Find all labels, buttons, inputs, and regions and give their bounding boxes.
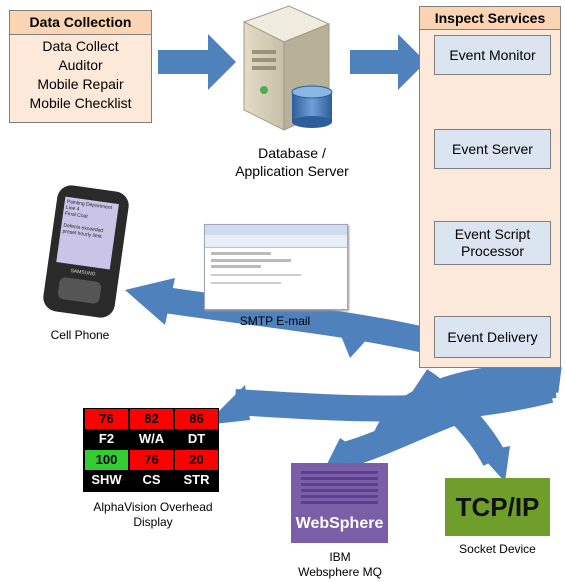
alphavision-display: 76 82 86 F2 W/A DT 100 76 20 SHW CS STR [83, 408, 219, 492]
event-server-label: Event Server [452, 140, 533, 157]
board-value: 86 [175, 409, 218, 429]
server-caption-line1: Database / [258, 145, 326, 161]
phone-keypad [57, 276, 102, 305]
list-item: Mobile Checklist [29, 95, 132, 111]
phone-screen: Painting Department Line 4 Final Coat De… [56, 196, 119, 270]
server-caption: Database / Application Server [222, 144, 362, 180]
board-value: 82 [130, 409, 173, 429]
board-value: 76 [130, 450, 173, 470]
ibm-caption-line2: Websphere MQ [298, 565, 382, 579]
event-script-label-line1: Event Script [454, 226, 531, 242]
ibm-caption: IBM Websphere MQ [280, 550, 400, 580]
board-label: STR [175, 470, 218, 490]
arrowhead-phone [125, 278, 175, 325]
board-label: SHW [85, 470, 128, 490]
event-script-processor-box: Event Script Processor [434, 221, 551, 265]
ibm-stripes [301, 471, 378, 505]
ibm-websphere-logo: WebSphere [291, 463, 388, 543]
cell-phone-caption: Cell Phone [50, 328, 110, 342]
email-caption: SMTP E-mail [239, 314, 311, 328]
list-item: Data Collect [42, 38, 119, 54]
board-value: 100 [85, 450, 128, 470]
event-server-box: Event Server [434, 129, 551, 169]
data-collection-title: Data Collection [10, 11, 151, 35]
board-value: 20 [175, 450, 218, 470]
event-monitor-box: Event Monitor [434, 35, 551, 75]
alphavision-caption-line1: AlphaVision Overhead [93, 500, 213, 514]
email-screenshot-image [204, 224, 348, 310]
event-delivery-label: Event Delivery [447, 328, 538, 345]
tcpip-logo: TCP/IP [445, 478, 550, 536]
event-monitor-label: Event Monitor [449, 46, 536, 63]
list-item: Mobile Repair [37, 76, 124, 92]
event-delivery-box: Event Delivery [434, 316, 551, 358]
ibm-caption-line1: IBM [329, 550, 351, 564]
board-label: W/A [130, 429, 173, 449]
data-collection-list: Data Collect Auditor Mobile Repair Mobil… [10, 35, 151, 113]
arrowhead-email [333, 316, 380, 358]
board-label: CS [130, 470, 173, 490]
arrow-data-to-server [158, 34, 236, 90]
board-label: DT [175, 429, 218, 449]
data-collection-panel: Data Collection Data Collect Auditor Mob… [9, 10, 152, 123]
board-value: 76 [85, 409, 128, 429]
socket-device-caption: Socket Device [459, 542, 536, 556]
list-item: Auditor [58, 57, 103, 73]
server-icon [242, 5, 333, 131]
event-script-label-line2: Processor [460, 243, 525, 259]
alphavision-caption-line2: Display [133, 515, 173, 529]
server-caption-line2: Application Server [235, 163, 349, 179]
inspect-services-title: Inspect Services [420, 7, 560, 30]
ibm-logo-text: WebSphere [295, 515, 384, 532]
tcpip-logo-text: TCP/IP [455, 491, 540, 522]
arrow-server-to-services [350, 34, 426, 90]
alphavision-caption: AlphaVision Overhead Display [78, 500, 228, 530]
board-label: F2 [85, 429, 128, 449]
arrowhead-tcp [478, 446, 510, 482]
